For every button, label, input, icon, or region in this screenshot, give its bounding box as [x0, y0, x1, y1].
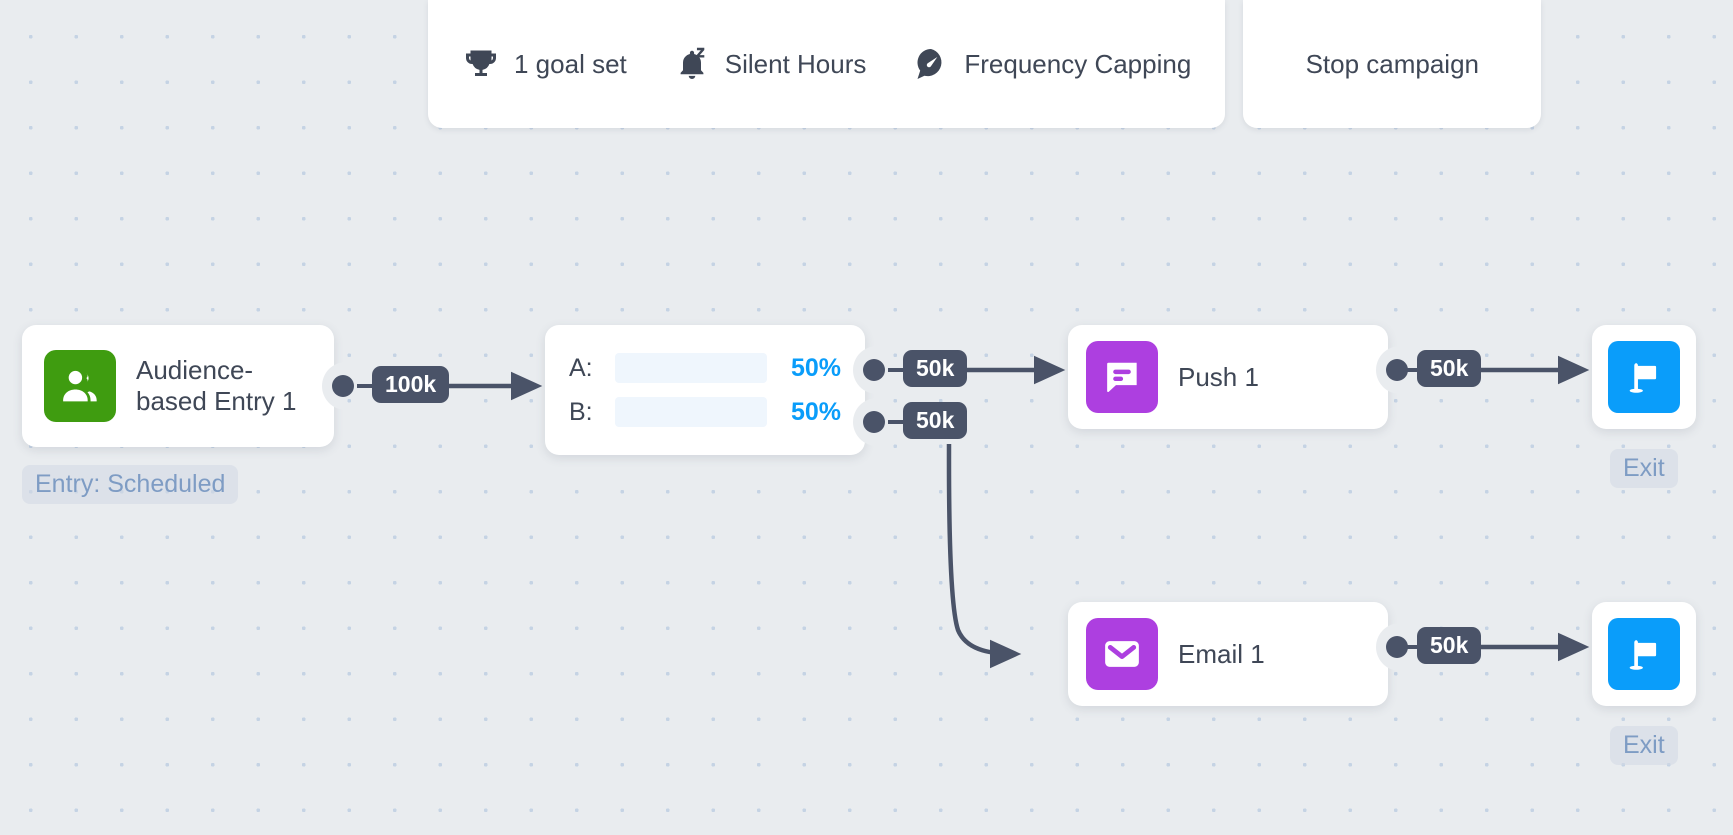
ab-variant-row-a: A: 50%	[569, 353, 841, 383]
exit-label-push: Exit	[1610, 449, 1678, 488]
goal-set-item[interactable]: 1 goal set	[462, 45, 627, 83]
trophy-icon	[462, 45, 500, 83]
push-node-title: Push 1	[1178, 361, 1259, 392]
node-ab-split[interactable]: A: 50% B: 50%	[545, 325, 865, 455]
entry-output-dot[interactable]	[332, 375, 354, 397]
entry-status-label: Entry: Scheduled	[22, 465, 239, 504]
email-envelope-icon	[1086, 618, 1158, 690]
push-chat-icon	[1086, 341, 1158, 413]
push-output-dot[interactable]	[1386, 359, 1408, 381]
badge-push-to-exit[interactable]: 50k	[1417, 350, 1482, 387]
email-node-title: Email 1	[1178, 638, 1265, 669]
top-toolbar: 1 goal set Silent Hours Frequency Cappin…	[428, 0, 1542, 128]
frequency-capping-label: Frequency Capping	[964, 48, 1192, 79]
ab-output-dot-a[interactable]	[863, 359, 885, 381]
entry-node-title: Audience- based Entry 1	[136, 355, 297, 416]
ab-variant-a-key: A:	[569, 353, 593, 382]
silent-hours-label: Silent Hours	[724, 48, 867, 79]
badge-ab-a-to-push[interactable]: 50k	[903, 350, 968, 387]
badge-email-to-exit[interactable]: 50k	[1417, 627, 1482, 664]
ab-variant-a-percent: 50%	[790, 353, 841, 382]
audience-users-icon	[44, 350, 116, 422]
stop-campaign-button[interactable]: Stop campaign	[1243, 0, 1542, 128]
node-exit-email[interactable]	[1592, 602, 1696, 706]
email-output-dot[interactable]	[1386, 636, 1408, 658]
node-audience-entry[interactable]: Audience- based Entry 1	[22, 325, 334, 447]
ab-output-dot-b[interactable]	[863, 411, 885, 433]
badge-entry-to-ab[interactable]: 100k	[372, 366, 450, 403]
node-exit-push[interactable]	[1592, 325, 1696, 429]
gauge-icon	[912, 45, 950, 83]
frequency-capping-item[interactable]: Frequency Capping	[912, 45, 1191, 83]
ab-variant-b-key: B:	[569, 397, 593, 426]
bell-snooze-icon	[673, 45, 711, 83]
exit-flag-icon	[1608, 341, 1680, 413]
silent-hours-item[interactable]: Silent Hours	[673, 45, 867, 83]
goal-set-label: 1 goal set	[514, 48, 627, 79]
exit-label-email: Exit	[1610, 726, 1678, 765]
ab-variant-b-percent: 50%	[790, 397, 841, 426]
ab-variant-b-bar	[615, 397, 767, 427]
campaign-settings-card: 1 goal set Silent Hours Frequency Cappin…	[428, 0, 1226, 128]
ab-variant-a-bar	[615, 353, 767, 383]
badge-ab-b-to-email[interactable]: 50k	[903, 402, 968, 439]
exit-flag-icon	[1608, 618, 1680, 690]
ab-variant-row-b: B: 50%	[569, 397, 841, 427]
node-push-message[interactable]: Push 1	[1068, 325, 1388, 429]
stop-campaign-label: Stop campaign	[1305, 48, 1480, 79]
node-email-message[interactable]: Email 1	[1068, 602, 1388, 706]
